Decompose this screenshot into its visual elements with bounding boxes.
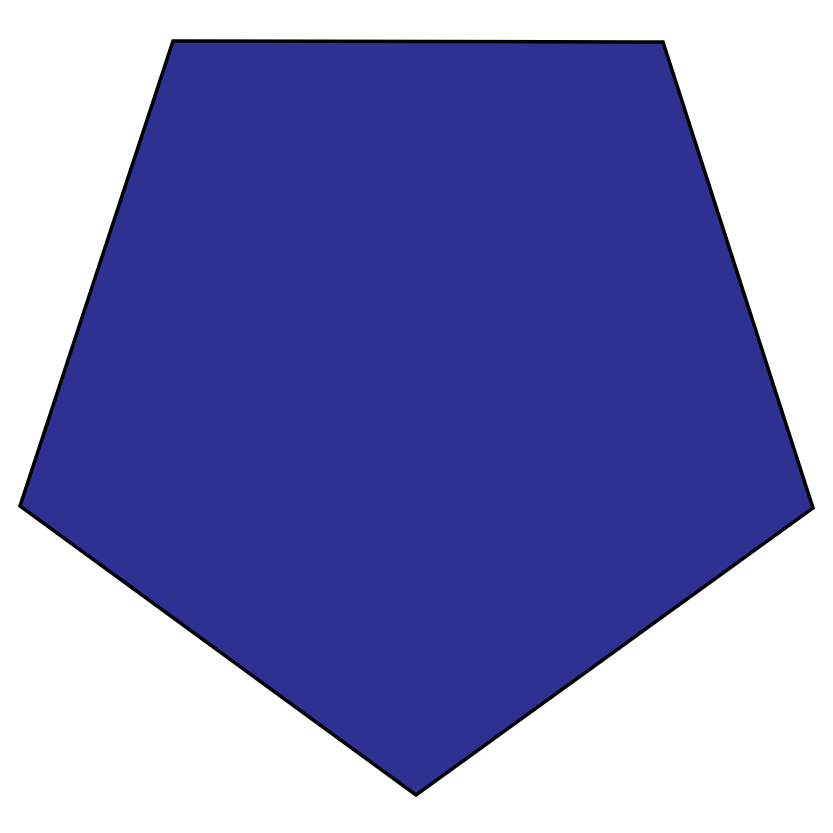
pentagon-shape <box>17 39 816 798</box>
